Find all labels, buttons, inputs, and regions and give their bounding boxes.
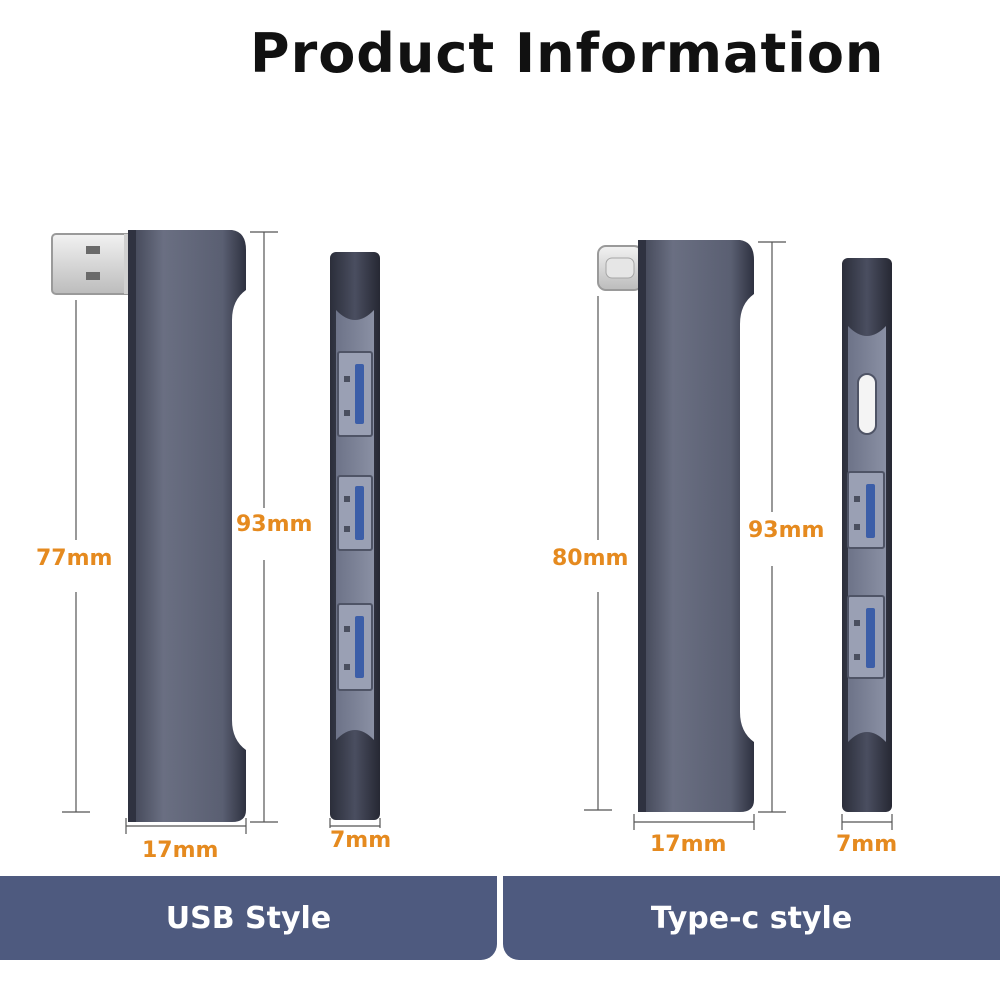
usb-cable-length-label: 77mm bbox=[34, 546, 115, 571]
usb-hub-side-view bbox=[330, 252, 380, 820]
typec-hub-side-view bbox=[842, 258, 892, 812]
usb-a-plug-icon bbox=[51, 233, 135, 295]
usb-dimension-lines bbox=[62, 231, 381, 834]
usb-depth-label: 7mm bbox=[328, 828, 394, 853]
usb-hub-group bbox=[51, 230, 381, 834]
typec-hub-body bbox=[638, 240, 754, 812]
type-c-plug-icon bbox=[597, 245, 643, 291]
typec-hub-group bbox=[584, 240, 893, 830]
typec-style-banner: Type-c style bbox=[503, 876, 1000, 960]
usb-width-label: 17mm bbox=[140, 838, 221, 863]
usb-port-icon bbox=[847, 595, 885, 679]
usb-height-label: 93mm bbox=[234, 512, 315, 537]
typec-depth-label: 7mm bbox=[834, 832, 900, 857]
typec-style-label: Type-c style bbox=[650, 900, 853, 936]
usb-port-icon bbox=[847, 471, 885, 549]
usb-port-icon bbox=[337, 475, 373, 551]
usb-style-banner: USB Style bbox=[0, 876, 497, 960]
typec-width-label: 17mm bbox=[648, 832, 729, 857]
usb-port-icon bbox=[337, 603, 373, 691]
usb-hub-body bbox=[128, 230, 246, 822]
page-title: Product Information bbox=[250, 22, 885, 85]
typec-cable-length-label: 80mm bbox=[550, 546, 631, 571]
usb-port-icon bbox=[337, 351, 373, 437]
typec-dimension-lines bbox=[584, 241, 893, 830]
usb-style-label: USB Style bbox=[165, 900, 332, 936]
type-c-port-icon bbox=[857, 373, 877, 435]
typec-height-label: 93mm bbox=[746, 518, 827, 543]
